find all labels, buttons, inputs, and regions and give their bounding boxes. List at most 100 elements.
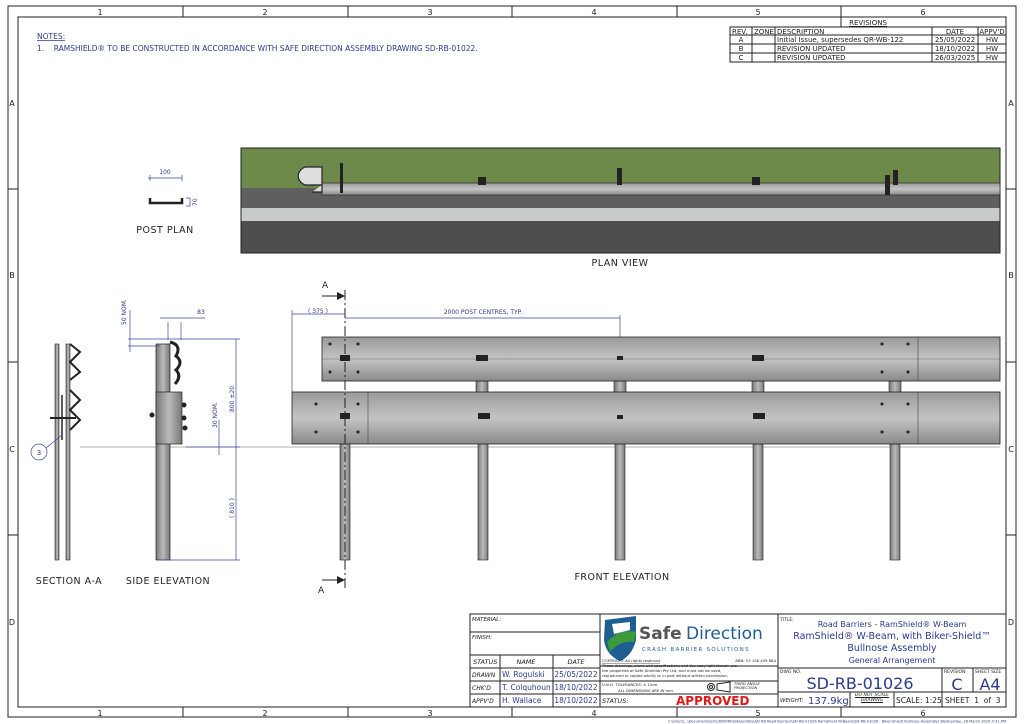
drawing-number: SD-RB-01026 bbox=[806, 674, 913, 693]
grid-col-4: 4 bbox=[591, 8, 596, 17]
rev-header-zone: ZONE bbox=[754, 28, 774, 36]
title-line-4: General Arrangement bbox=[849, 656, 936, 665]
title-line-3: Bullnose Assembly bbox=[847, 643, 937, 654]
notes-heading: NOTES: bbox=[37, 32, 65, 41]
revisions-title: REVISIONS bbox=[849, 19, 887, 27]
approved-date: 18/10/2022 bbox=[554, 696, 597, 705]
dim-30-nom: 30 NOM. bbox=[212, 402, 219, 428]
copyright-label: COPYRIGHT All rights reserved bbox=[602, 658, 661, 663]
revision-value: C bbox=[951, 675, 962, 694]
grid-col-3-bottom: 3 bbox=[427, 709, 432, 718]
logo-tagline: CRASH BARRIER SOLUTIONS bbox=[642, 647, 750, 653]
projection-symbol-icon bbox=[707, 681, 731, 693]
header-status: STATUS bbox=[473, 658, 497, 666]
dim-post-depth: 70 bbox=[192, 198, 199, 206]
dim-post-centres: 2000 POST CENTRES, TYP. bbox=[444, 309, 523, 316]
file-path: C:\Users\...\Documents\SOLIDWORKS\Assemb… bbox=[668, 720, 1006, 724]
title-line-1: Road Barriers - RamShield® W-Beam bbox=[818, 620, 967, 629]
header-date: DATE bbox=[567, 658, 585, 666]
dim-800: 800 ±20 bbox=[229, 386, 236, 412]
section-a-a-view: 3 SECTION A-A bbox=[30, 343, 102, 587]
balloon-3: 3 bbox=[37, 449, 41, 457]
side-elevation-label: SIDE ELEVATION bbox=[126, 576, 210, 587]
grid-row-a-right: A bbox=[1008, 99, 1014, 108]
title-label: TITLE: bbox=[779, 617, 794, 623]
rev-header-description: DESCRIPTION bbox=[777, 28, 824, 36]
finish-label: FINISH: bbox=[472, 635, 492, 641]
copyright-text: the properties of Safe Direction Pty Ltd… bbox=[602, 668, 721, 673]
plan-view-label: PLAN VIEW bbox=[591, 258, 648, 269]
rev-cell: C bbox=[739, 54, 744, 62]
weight-value: 137.9kg bbox=[808, 696, 849, 707]
grid-row-b: B bbox=[9, 271, 15, 280]
front-elevation-view: A A ( 375 ) 2000 POST CENTRES, TYP. FRON… bbox=[291, 281, 1001, 596]
section-marker-bottom: A bbox=[318, 586, 325, 596]
dim-50-nom: 50 NOM. bbox=[121, 299, 128, 325]
notes: NOTES: 1. RAMSHIELD® TO BE CONSTRUCTED I… bbox=[37, 32, 478, 53]
checked-date: 18/10/2022 bbox=[554, 683, 597, 692]
grid-col-2-bottom: 2 bbox=[262, 709, 267, 718]
dimension-units: ALL DIMENSIONS ARE IN mm bbox=[617, 688, 673, 693]
logo-safe: Safe bbox=[639, 624, 682, 644]
grid-row-c: C bbox=[9, 445, 15, 454]
grid-col-1-bottom: 1 bbox=[97, 709, 102, 718]
weight-label: WEIGHT: bbox=[780, 698, 804, 704]
approved-name: H. Wallace bbox=[502, 696, 542, 705]
section-marker-top: A bbox=[322, 281, 329, 291]
post-plan-view: 100 70 POST PLAN bbox=[136, 169, 199, 236]
rev-cell: A bbox=[739, 36, 744, 44]
status-approved: APPROVED bbox=[676, 694, 749, 708]
grid-col-6-bottom: 6 bbox=[920, 709, 925, 718]
revision-label: REVISION bbox=[944, 669, 965, 675]
grid-row-c-right: C bbox=[1008, 445, 1014, 454]
scale: SCALE: 1:25 bbox=[896, 696, 942, 705]
third-angle-projection: THIRD ANGLE PROJECTION bbox=[734, 682, 760, 691]
checked-label: CHK'D bbox=[472, 685, 491, 692]
drawn-date: 25/05/2022 bbox=[554, 670, 597, 679]
rev-cell: HW bbox=[986, 45, 998, 53]
rev-cell: REVISION UPDATED bbox=[777, 54, 846, 62]
rev-cell: REVISION UPDATED bbox=[777, 45, 846, 53]
plan-view: PLAN VIEW bbox=[240, 147, 1001, 269]
safe-direction-logo: Safe Direction CRASH BARRIER SOLUTIONS bbox=[604, 616, 763, 661]
status-label: STATUS: bbox=[602, 697, 629, 705]
section-a-a-label: SECTION A-A bbox=[36, 576, 102, 587]
dwg-no-label: DWG NO. bbox=[780, 669, 801, 675]
tolerances: U.N.O. TOLERANCES: ± 1mm bbox=[602, 682, 658, 687]
dim-810: ( 810 ) bbox=[229, 498, 236, 518]
dim-375: ( 375 ) bbox=[308, 308, 328, 315]
grid-col-1: 1 bbox=[97, 8, 102, 17]
approved-label: APPV'D bbox=[471, 698, 494, 705]
title-line-2: RamShield® W-Beam, with Biker-Shield™ bbox=[793, 631, 991, 642]
drawn-label: DRAWN bbox=[472, 672, 496, 679]
checked-name: T. Colquhoun bbox=[501, 683, 551, 692]
rev-cell: HW bbox=[986, 54, 998, 62]
rev-cell: 18/10/2022 bbox=[935, 45, 975, 53]
rev-header-date: DATE bbox=[946, 28, 964, 36]
post-plan-label: POST PLAN bbox=[136, 225, 193, 236]
grid-col-6: 6 bbox=[920, 8, 925, 17]
grid-col-3: 3 bbox=[427, 8, 432, 17]
grid-col-5: 5 bbox=[755, 8, 760, 17]
material-label: MATERIAL: bbox=[472, 617, 501, 623]
logo-direction: Direction bbox=[686, 624, 763, 644]
rev-cell: Initial Issue, supersedes QR-WB-122 bbox=[777, 36, 903, 44]
note-item: 1. RAMSHIELD® TO BE CONSTRUCTED IN ACCOR… bbox=[37, 44, 478, 53]
grid-row-d-right: D bbox=[1008, 618, 1014, 627]
copyright-text: reproduced or copied wholly or in part w… bbox=[602, 673, 728, 678]
drawn-name: W. Rogulski bbox=[502, 670, 545, 679]
sheet-size-label: SHEET SIZE bbox=[975, 669, 1001, 675]
header-name: NAME bbox=[516, 658, 536, 666]
rev-cell: HW bbox=[986, 36, 998, 44]
front-elevation-label: FRONT ELEVATION bbox=[574, 572, 669, 583]
rev-cell: 25/05/2022 bbox=[935, 36, 975, 44]
rev-header-appvd: APPV'D bbox=[979, 28, 1004, 36]
grid-col-4-bottom: 4 bbox=[591, 709, 596, 718]
side-elevation-view: 50 NOM. 83 30 NOM. 800 ±20 ( 810 ) SIDE … bbox=[121, 299, 240, 587]
copyright-text: These drawings, plans and specifications… bbox=[601, 663, 738, 668]
revisions-table: REVISIONS REV. ZONE DESCRIPTION DATE APP… bbox=[729, 17, 1007, 63]
grid-row-b-right: B bbox=[1008, 271, 1014, 280]
rev-header-rev: REV. bbox=[732, 28, 747, 36]
dim-post-width: 100 bbox=[159, 169, 171, 176]
